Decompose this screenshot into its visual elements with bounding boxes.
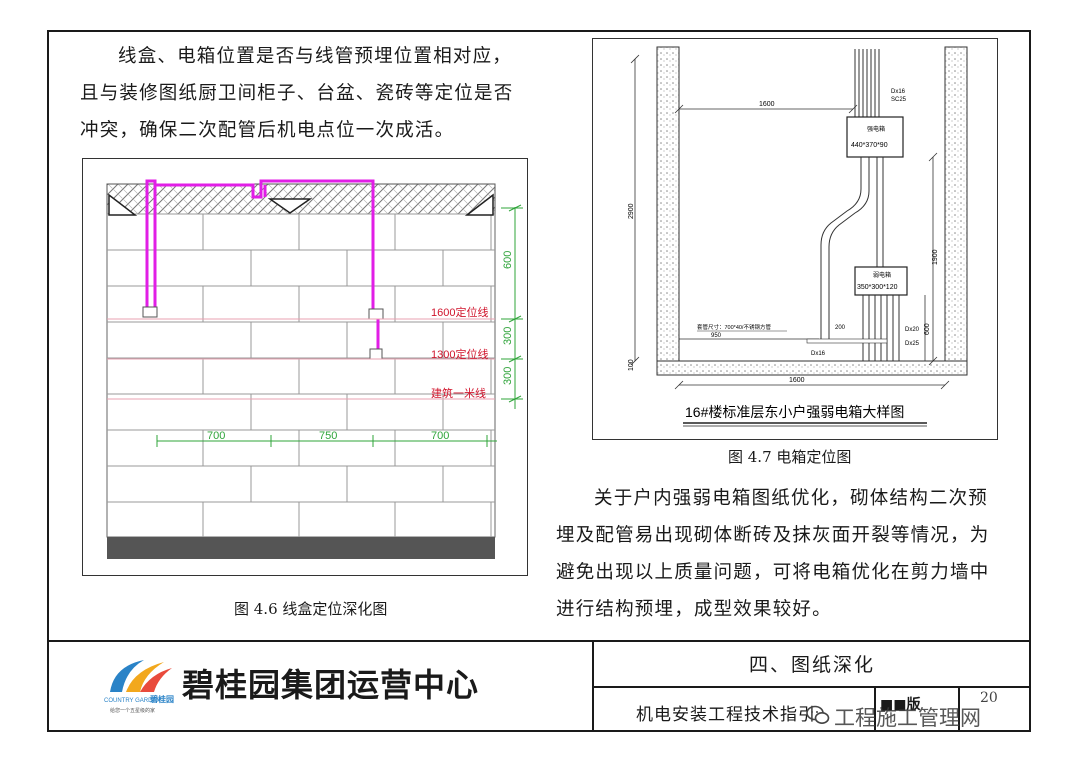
section-title: 四、图纸深化 [748,654,875,676]
floor-slab [107,537,495,559]
footer-top-rule [47,640,1031,642]
intro-paragraph: 线盒、电箱位置是否与线管预埋位置相对应，且与装修图纸厨卫间柜子、台盆、瓷砖等定位… [80,46,514,141]
weak-box-label: 弱电箱 [873,271,891,279]
watermark-text: 工程施工管理网 [834,706,981,730]
logo-slogan: 给您一个五星级的家 [110,707,155,714]
conduits-middle [820,157,884,339]
dim-h-1: 700 [207,430,225,442]
dim-h-3: 700 [431,430,449,442]
dim-2900-line [630,54,640,366]
weak-box [854,266,908,296]
footer-cell-divider-2 [958,686,960,732]
dim-950: 950 [711,333,722,339]
drawing-title: 16#楼标准层东小户强弱电箱大样图 [685,404,904,420]
label-1000-line: 建筑一米线 [431,386,486,400]
label-sc25: SC25 [891,97,907,103]
outlet-box-3 [369,348,383,360]
weak-box-size: 350*300*120 [857,284,898,291]
version-tag: ■■版 [880,697,921,713]
electric-box-svg: 2900 100 1600 Dx16 SC25 强电箱 440*370*90 [628,46,968,427]
dim-200: 200 [835,325,846,331]
dim-1600-bottom-line [674,380,950,390]
company-name: 碧桂园集团运营中心 [182,666,480,704]
dim-right-lines [924,152,938,366]
sleeve-pipe [806,338,888,344]
manual-title: 机电安装工程技术指引 [636,705,816,725]
conduits-bottom [862,295,900,361]
label-dx25: Dx25 [905,341,920,347]
strong-box-label: 强电箱 [867,125,885,133]
footer-cell-divider-1 [874,686,876,732]
figure-46-caption: 图 4.6 线盒定位深化图 [234,600,388,618]
corner-triangle-left [108,193,138,216]
wechat-icon [806,705,830,724]
strong-box [846,116,904,158]
dim-600: 600 [924,323,931,335]
dim-1600-top-line [674,104,858,114]
corner-triangle-right [464,193,494,216]
logo-cn: 碧桂园 [149,694,174,704]
page-number: 20 [980,690,998,706]
dim-v-mid: 300 [502,327,514,345]
label-dx16: Dx16 [891,89,906,95]
company-logo: COUNTRY GARDEN 碧桂园 给您一个五星级的家 [100,652,180,718]
dim-v-bot: 300 [502,367,514,385]
dim-2900: 2900 [628,203,635,219]
logo-en: COUNTRY GARDEN [104,698,161,704]
pipe-note: 套管尺寸：700*40/不锈钢方管 [697,323,771,331]
dim-h-2: 750 [319,430,337,442]
dim-1900: 1900 [932,249,939,265]
wall-right [944,46,968,362]
label-1600-line: 1600定位线 [431,305,488,319]
page-frame [47,30,1031,732]
brick-wall [106,213,496,538]
country-garden-logo-icon: COUNTRY GARDEN 碧桂园 给您一个五星级的家 [104,660,174,714]
label-dx16-bottom: Dx16 [811,351,826,357]
dim-v-top: 600 [502,251,514,269]
outlet-box-2 [368,308,384,320]
floor-slab [656,360,968,376]
vertical-dimension-lines [501,204,523,409]
wall-left [656,46,680,362]
figure-junction-box-drawing: 600 300 300 1600定位线 1300定位线 建筑一米线 700 75… [82,158,528,576]
center-triangle [267,198,313,214]
optimization-paragraph: 关于户内强弱电箱图纸优化，砌体结构二次预埋及配管易出现砌体断砖及抹灰面开裂等情况… [556,488,990,620]
figure-electric-box-drawing: 2900 100 1600 Dx16 SC25 强电箱 440*370*90 [592,38,998,440]
outlet-box-1 [142,306,158,318]
label-1300-line: 1300定位线 [431,347,488,361]
dim-1600-top: 1600 [759,101,775,108]
strong-box-size: 440*370*90 [851,142,888,149]
figure-47-caption: 图 4.7 电箱定位图 [728,448,852,466]
conduits-top [854,49,880,117]
horizontal-dimension-lines [156,435,497,447]
junction-box-svg: 600 300 300 1600定位线 1300定位线 建筑一米线 700 75… [106,179,523,559]
label-dx20: Dx20 [905,327,920,333]
dim-1600-bottom: 1600 [789,377,805,384]
footer-mid-rule [592,686,1031,688]
dim-100: 100 [628,359,635,371]
